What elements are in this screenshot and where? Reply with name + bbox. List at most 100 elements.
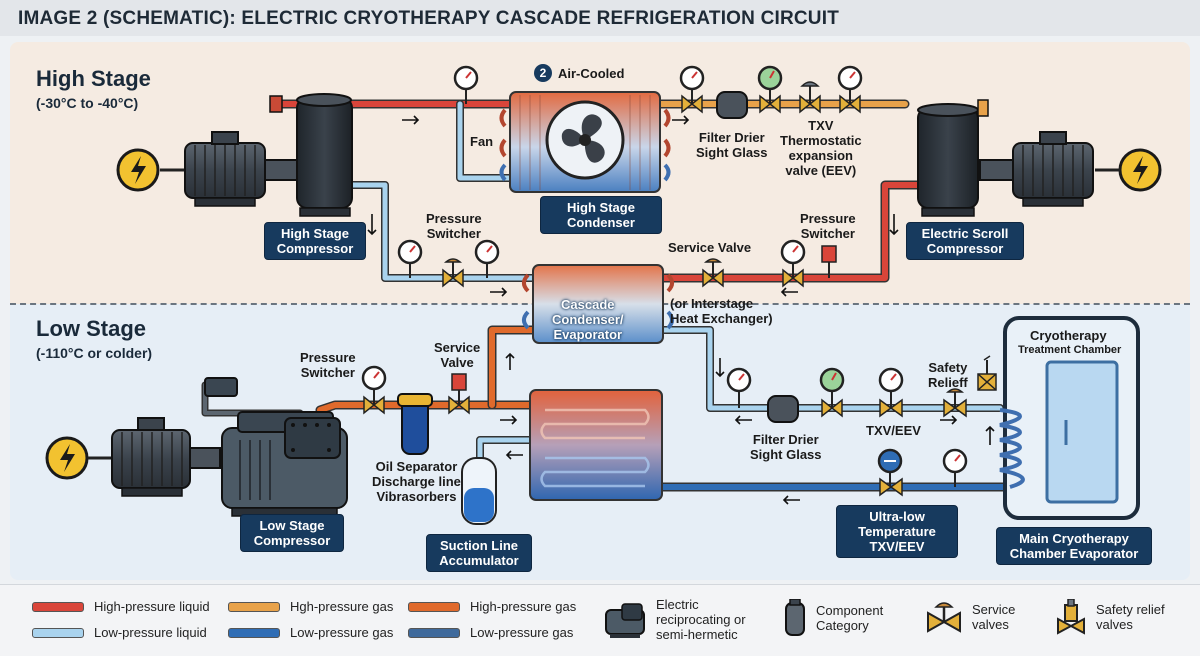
legend-icon-item: Component Category — [784, 599, 883, 637]
legend-item: Hgh-pressure gas — [228, 599, 393, 614]
high-stage-range: (-30°C to -40°C) — [36, 95, 139, 111]
legend-label: Low-pressure gas — [290, 625, 394, 640]
low-txv-label: TXV/EEV — [866, 423, 921, 438]
legend-swatch — [228, 627, 280, 638]
filter-drier-icon — [716, 91, 748, 119]
low-stage-pipes — [201, 325, 1015, 492]
safety-relief-valve-icon — [977, 355, 997, 391]
air-cooled-label: Air-Cooled — [558, 66, 625, 81]
component-icon — [785, 599, 805, 636]
cascade-condenser-label: Cascade Condenser/ Evaporator — [552, 297, 624, 342]
legend-icon-label: Electric reciprocating or semi-hermetic — [656, 597, 746, 642]
electric-scroll-compressor-icon — [917, 99, 989, 217]
service-valve-icon — [943, 388, 967, 418]
compressor-icon — [605, 602, 645, 638]
txv-valve-icon — [799, 81, 821, 114]
legend-swatch — [228, 601, 280, 612]
low-stage-compressor-icon — [204, 377, 348, 517]
fan-icon — [561, 114, 605, 163]
legend-swatch — [32, 601, 84, 612]
safety-relief-label: Safety Relieff — [928, 360, 968, 390]
legend-swatch — [408, 601, 460, 612]
low-stage-title: Low Stage — [36, 316, 147, 341]
interstage-heat-exchanger-label: (or Interstage Heat Exchanger) — [670, 296, 773, 326]
high-stage-condenser-tag: High Stage Condenser — [540, 196, 662, 234]
high-stage-condenser-icon — [499, 91, 671, 193]
txv-valve-icon — [879, 396, 903, 418]
oil-separator-icon — [397, 393, 433, 455]
low-service-valve-label: Service Valve — [434, 340, 481, 370]
legend-label: High-pressure gas — [470, 599, 577, 614]
chamber-title: Cryotherapy — [1030, 328, 1107, 343]
pressure-gauge-icon — [726, 367, 752, 408]
high-service-valve-label: Service Valve — [668, 240, 752, 255]
legend-item: Low-pressure gas — [228, 625, 393, 640]
air-cooled-number-badge: 2 — [534, 64, 552, 82]
fan-label: Fan — [470, 134, 494, 149]
motor-icon — [979, 131, 1120, 207]
filter-drier-icon — [767, 395, 799, 423]
txv-valve-icon — [879, 477, 903, 497]
legend-icon-label: Safety relief valves — [1096, 602, 1165, 632]
service-valve-icon — [442, 258, 464, 288]
motor-icon — [160, 131, 298, 207]
txv-label: TXV Thermostatic expansion valve (EEV) — [780, 118, 862, 178]
page-title: IMAGE 2 (SCHEMATIC): ELECTRIC CRYOTHERAP… — [18, 8, 840, 29]
legend-item: High-pressure liquid — [32, 599, 210, 614]
pressure-gauge-icon — [878, 367, 904, 408]
legend-icon-item: Electric reciprocating or semi-hermetic — [604, 597, 746, 642]
high-pressure-switch-right-label: Pressure Switcher — [800, 211, 856, 241]
low-pressure-switch-label: Pressure Switcher — [300, 350, 356, 380]
service-valve-icon — [363, 395, 385, 415]
cryotherapy-chamber-icon — [999, 316, 1140, 520]
legend-icon-label: Service valves — [972, 602, 1016, 632]
high-stage-title: High Stage — [36, 66, 151, 91]
legend-label: High-pressure liquid — [94, 599, 210, 614]
pressure-gauge-icon — [397, 239, 423, 278]
pressure-gauge-icon — [474, 239, 500, 278]
low-filter-drier-label: Filter Drier Sight Glass — [750, 432, 822, 462]
cascade-condenser-icon — [522, 264, 674, 344]
service-valve-icon — [448, 390, 470, 415]
legend: High-pressure liquid Low-pressure liquid… — [0, 584, 1200, 656]
title-bar: IMAGE 2 (SCHEMATIC): ELECTRIC CRYOTHERAP… — [0, 0, 1200, 36]
power-icon — [45, 436, 89, 480]
low-stage-range: (-110°C or colder) — [36, 345, 153, 361]
high-filter-drier-label: Filter Drier Sight Glass — [696, 130, 768, 160]
high-stage-compressor-tag: High Stage Compressor — [264, 222, 366, 260]
service-valve-icon — [782, 266, 804, 288]
legend-label: Low-pressure liquid — [94, 625, 207, 640]
pressure-gauge-icon — [361, 365, 387, 405]
flow-arrows — [367, 115, 995, 505]
motor-icon — [88, 417, 221, 497]
pressure-switch-icon — [821, 245, 837, 278]
circuit-diagram — [45, 65, 1162, 525]
pressure-gauge-icon — [453, 65, 479, 104]
high-stage-compressor-icon — [269, 93, 353, 217]
ultra-low-txv-tag: Ultra-low Temperature TXV/EEV — [836, 505, 958, 558]
high-pressure-switch-left-label: Pressure Switcher — [426, 211, 482, 241]
legend-item: High-pressure gas — [408, 599, 576, 614]
service-valve-icon — [927, 602, 961, 633]
service-valve-icon — [759, 94, 781, 114]
main-chamber-evaporator-tag: Main Cryotherapy Chamber Evaporator — [996, 527, 1152, 565]
legend-label: Hgh-pressure gas — [290, 599, 394, 614]
service-valve-icon — [821, 396, 843, 418]
suction-line-accumulator-tag: Suction Line Accumulator — [426, 534, 532, 572]
legend-item: Low-pressure liquid — [32, 625, 207, 640]
oil-separator-label: Oil Separator Discharge line Vibrasorber… — [372, 459, 461, 504]
pressure-switch-icon — [451, 373, 467, 391]
accumulator-icon — [461, 457, 497, 525]
service-valve-icon — [839, 94, 861, 114]
power-icon — [116, 148, 160, 192]
heat-exchanger-icon — [529, 389, 663, 501]
legend-swatch — [32, 627, 84, 638]
low-stage-compressor-tag: Low Stage Compressor — [240, 514, 344, 552]
legend-icon-label: Component Category — [816, 603, 884, 633]
legend-swatch — [408, 627, 460, 638]
service-valve-icon — [702, 258, 724, 288]
pressure-gauge-icon — [942, 448, 968, 487]
electric-scroll-compressor-tag: Electric Scroll Compressor — [906, 222, 1024, 260]
service-valve-icon — [681, 94, 703, 114]
